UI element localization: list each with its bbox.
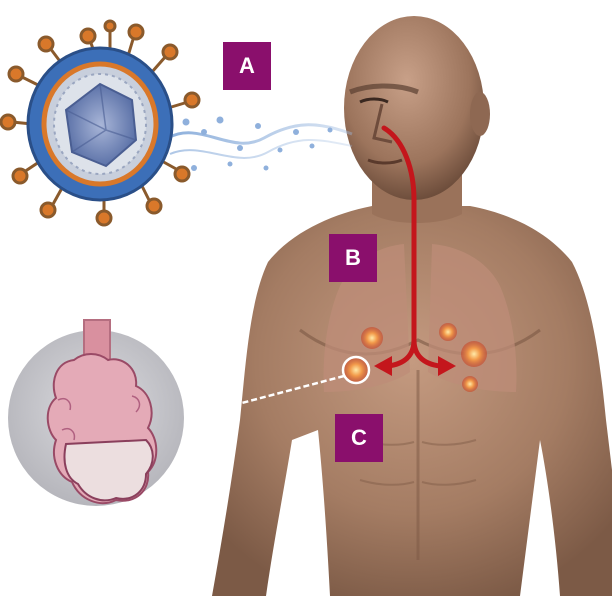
lung-infection-spot-icon	[439, 323, 457, 341]
label-b: B	[345, 245, 361, 271]
label-a-box: A	[223, 42, 271, 90]
lung-infection-spot-icon	[462, 376, 478, 392]
particle	[264, 166, 269, 171]
lung-infection-spot-icon	[461, 341, 487, 367]
particle	[255, 123, 261, 129]
particle	[228, 162, 233, 167]
particle	[278, 148, 283, 153]
bronchiole-alveoli-icon	[8, 320, 184, 506]
air-wave-2	[170, 140, 352, 158]
particle	[191, 165, 197, 171]
particle	[183, 119, 190, 126]
influenza-virion-icon	[1, 21, 199, 225]
virus-particle-trail	[168, 117, 352, 172]
particle	[328, 128, 333, 133]
particle	[201, 129, 207, 135]
lung-infection-spot-icon	[361, 327, 383, 349]
highlighted-infection-spot	[343, 357, 369, 383]
ear	[470, 92, 490, 136]
particle	[217, 117, 224, 124]
head	[344, 16, 484, 200]
label-b-box: B	[329, 234, 377, 282]
particle	[237, 145, 243, 151]
label-a: A	[239, 53, 255, 79]
particle	[310, 144, 315, 149]
label-c-box: C	[335, 414, 383, 462]
particle	[293, 129, 299, 135]
label-c: C	[351, 425, 367, 451]
